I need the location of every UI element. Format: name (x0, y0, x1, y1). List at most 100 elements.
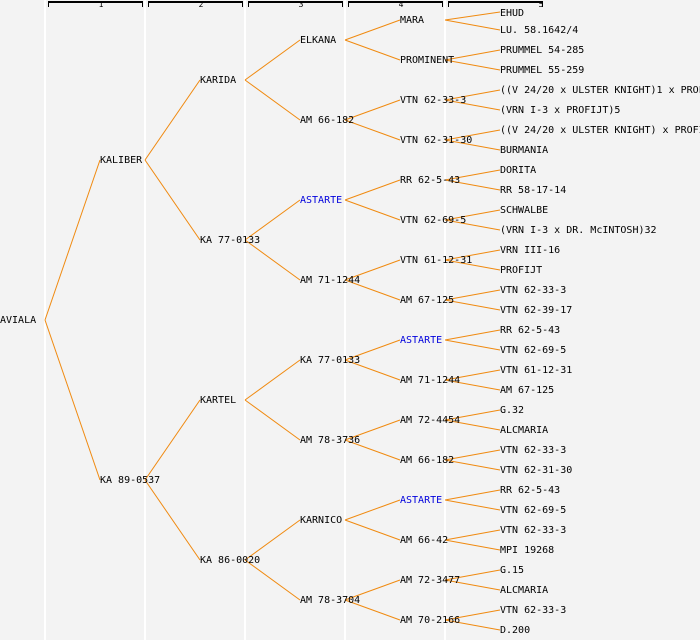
pedigree-node-gen5[interactable]: G.32 (500, 405, 525, 416)
pedigree-node-gen5[interactable]: MPI 19268 (500, 545, 555, 556)
pedigree-node-gen4[interactable]: ASTARTE (400, 335, 443, 346)
pedigree-node-gen5[interactable]: VTN 62-39-17 (500, 305, 573, 316)
pedigree-node-gen5[interactable]: (VRN I-3 x DR. McINTOSH)32 (500, 225, 657, 236)
pedigree-node-gen4[interactable]: PROMINENT (400, 55, 455, 66)
connector-line (244, 359, 301, 401)
pedigree-node-gen4[interactable]: VTN 62-69-5 (400, 215, 467, 226)
pedigree-node-gen5[interactable]: VRN III-16 (500, 245, 561, 256)
connector-line (344, 279, 401, 301)
connector-line (344, 499, 401, 521)
pedigree-node-gen4[interactable]: VTN 61-12-31 (400, 255, 473, 266)
connector-line (444, 529, 501, 541)
pedigree-node-gen4[interactable]: ASTARTE (400, 495, 443, 506)
pedigree-node-gen3[interactable]: AM 71-1244 (300, 275, 361, 286)
connector-line (344, 199, 401, 221)
pedigree-node-gen4[interactable]: AM 72-3477 (400, 575, 461, 586)
pedigree-node-gen5[interactable]: PRUMMEL 55-259 (500, 65, 585, 76)
connector-line (144, 79, 201, 161)
connector-line (344, 339, 401, 361)
pedigree-node-gen2[interactable]: KA 86-0020 (200, 555, 261, 566)
pedigree-node-gen4[interactable]: VTN 62-33-3 (400, 95, 467, 106)
pedigree-node-gen2[interactable]: KA 77-0133 (200, 235, 261, 246)
connector-line (444, 11, 501, 21)
pedigree-node-gen3[interactable]: AM 78-3736 (300, 435, 361, 446)
connector-line (444, 459, 501, 471)
connector-line (444, 369, 501, 381)
pedigree-node-gen5[interactable]: ((V 24/20 x ULSTER KNIGHT) x PROFIJT) (500, 125, 700, 136)
connector-line (344, 39, 401, 61)
pedigree-node-gen4[interactable]: AM 67-125 (400, 295, 455, 306)
pedigree-node-gen5[interactable]: DORITA (500, 165, 537, 176)
connector-line (444, 49, 501, 61)
pedigree-node-gen5[interactable]: VTN 61-12-31 (500, 365, 573, 376)
pedigree-node-gen5[interactable]: EHUD (500, 8, 525, 19)
pedigree-node-gen5[interactable]: ((V 24/20 x ULSTER KNIGHT)1 x PROFIJT) (500, 85, 700, 96)
pedigree-node-gen5[interactable]: VTN 62-69-5 (500, 345, 567, 356)
connector-line (444, 409, 501, 421)
connector-line (344, 179, 401, 201)
pedigree-node-gen4[interactable]: MARA (400, 15, 425, 26)
pedigree-node-gen3[interactable]: ASTARTE (300, 195, 343, 206)
pedigree-node-gen5[interactable]: VTN 62-33-3 (500, 605, 567, 616)
pedigree-node-gen5[interactable]: VTN 62-33-3 (500, 445, 567, 456)
pedigree-node-gen2[interactable]: KARTEL (200, 395, 237, 406)
pedigree-node-gen5[interactable]: PROFIJT (500, 265, 543, 276)
generation-ruler-5 (448, 1, 543, 7)
pedigree-node-gen2[interactable]: KARIDA (200, 75, 237, 86)
pedigree-node-gen3[interactable]: AM 78-3704 (300, 595, 361, 606)
pedigree-node-gen3[interactable]: ELKANA (300, 35, 337, 46)
pedigree-node-gen4[interactable]: AM 72-4454 (400, 415, 461, 426)
pedigree-node-gen4[interactable]: VTN 62-31-30 (400, 135, 473, 146)
generation-label-3: 3 (298, 0, 304, 9)
column-separator (444, 0, 446, 640)
connector-line (344, 99, 401, 121)
connector-line (444, 579, 501, 591)
column-separator (244, 0, 246, 640)
pedigree-node-gen5[interactable]: LU. 58.1642/4 (500, 25, 579, 36)
pedigree-node-gen3[interactable]: AM 66-182 (300, 115, 355, 126)
pedigree-node-gen4[interactable]: AM 66-42 (400, 535, 449, 546)
connector-line (444, 539, 501, 551)
pedigree-node-gen3[interactable]: KARNICO (300, 515, 343, 526)
pedigree-node-gen1[interactable]: KA 89-0537 (100, 475, 161, 486)
pedigree-node-gen5[interactable]: RR 58-17-14 (500, 185, 567, 196)
generation-ruler-3 (248, 1, 343, 7)
connector-line (444, 489, 501, 501)
pedigree-node-gen5[interactable]: VTN 62-69-5 (500, 505, 567, 516)
pedigree-node-gen4[interactable]: AM 66-182 (400, 455, 455, 466)
connector-line (444, 569, 501, 581)
connector-line (444, 169, 501, 181)
pedigree-node-gen5[interactable]: ALCMARIA (500, 425, 549, 436)
pedigree-node-gen5[interactable]: G.15 (500, 565, 525, 576)
pedigree-node-gen5[interactable]: AM 67-125 (500, 385, 555, 396)
connector-line (244, 559, 301, 601)
pedigree-node-gen5[interactable]: SCHWALBE (500, 205, 549, 216)
connector-line (144, 159, 201, 241)
pedigree-node-gen5[interactable]: VTN 62-33-3 (500, 285, 567, 296)
pedigree-node-gen5[interactable]: VTN 62-33-3 (500, 525, 567, 536)
generation-label-4: 4 (398, 0, 404, 9)
pedigree-node-gen5[interactable]: (VRN I-3 x PROFIJT)5 (500, 105, 621, 116)
connector-line (444, 129, 501, 141)
pedigree-node-gen5[interactable]: VTN 62-31-30 (500, 465, 573, 476)
pedigree-node-gen4[interactable]: AM 71-1244 (400, 375, 461, 386)
pedigree-node-gen0[interactable]: AVIALA (0, 315, 37, 326)
generation-ruler-2 (148, 1, 243, 7)
pedigree-node-gen5[interactable]: RR 62-5-43 (500, 485, 561, 496)
pedigree-node-gen5[interactable]: RR 62-5-43 (500, 325, 561, 336)
pedigree-node-gen4[interactable]: AM 70-2166 (400, 615, 461, 626)
connector-line (344, 439, 401, 461)
connector-line (444, 59, 501, 71)
pedigree-node-gen5[interactable]: ALCMARIA (500, 585, 549, 596)
connector-line (244, 199, 301, 241)
pedigree-node-gen4[interactable]: RR 62-5-43 (400, 175, 461, 186)
pedigree-node-gen5[interactable]: PRUMMEL 54-285 (500, 45, 585, 56)
pedigree-node-gen3[interactable]: KA 77-0133 (300, 355, 361, 366)
connector-line (444, 619, 501, 631)
pedigree-node-gen5[interactable]: D.200 (500, 625, 531, 636)
generation-label-5: 5 (538, 0, 544, 9)
pedigree-node-gen5[interactable]: BURMANIA (500, 145, 549, 156)
connector-line (344, 259, 401, 281)
connector-line (444, 289, 501, 301)
pedigree-node-gen1[interactable]: KALIBER (100, 155, 143, 166)
